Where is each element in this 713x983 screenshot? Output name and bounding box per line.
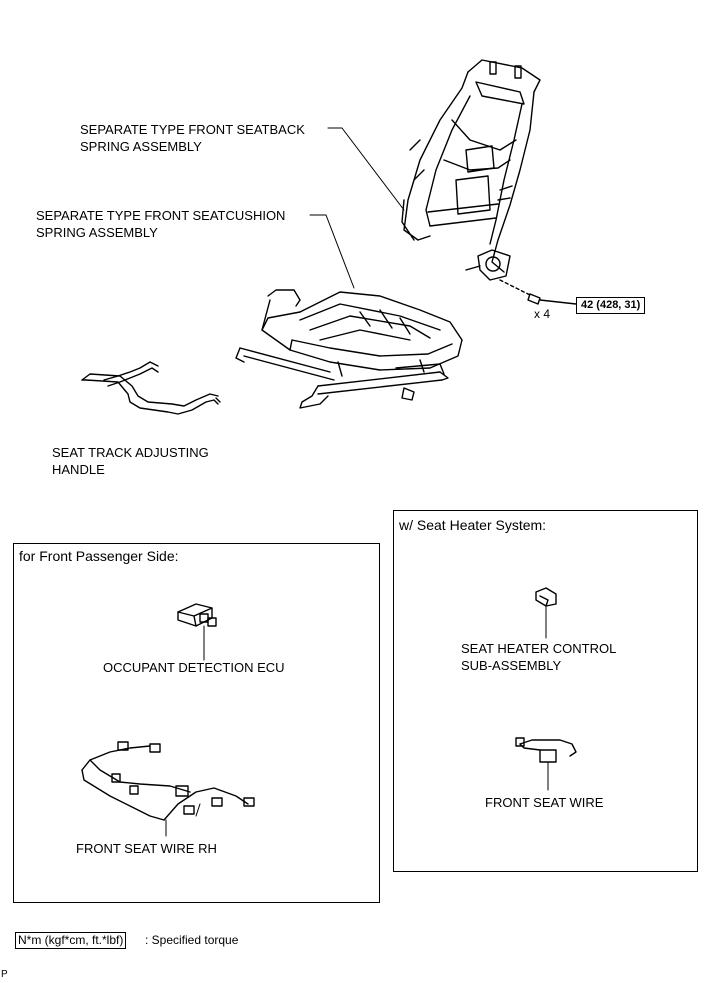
- leader-lines: [309, 127, 405, 289]
- heater-wire-drawing: [515, 737, 577, 791]
- bolt-drawing: [499, 279, 577, 305]
- front-seat-wire-rh-label: FRONT SEAT WIRE RH: [76, 841, 217, 856]
- occupant-detection-ecu-label: OCCUPANT DETECTION ECU: [103, 660, 285, 675]
- seat-track-handle-label: SEAT TRACK ADJUSTING HANDLE: [52, 445, 209, 477]
- torque-unit-legend-box: N*m (kgf*cm, ft.*lbf): [15, 932, 127, 949]
- corner-mark: P: [1, 969, 8, 980]
- passenger-side-panel: [13, 543, 380, 903]
- seatback-spring-assembly-label: SEPARATE TYPE FRONT SEATBACK SPRING ASSE…: [80, 122, 305, 154]
- handle-drawing: [81, 361, 221, 415]
- seatcushion-frame-drawing: [235, 289, 463, 409]
- seatcushion-spring-assembly-label: SEPARATE TYPE FRONT SEATCUSHION SPRING A…: [36, 208, 286, 240]
- seat-heater-title: w/ Seat Heater System:: [399, 517, 547, 533]
- seatback-frame-drawing: [401, 59, 541, 281]
- heater-control-drawing: [535, 587, 557, 639]
- torque-spec-box: 42 (428, 31): [576, 297, 646, 314]
- front-seat-wire-label: FRONT SEAT WIRE: [485, 795, 604, 810]
- wire-rh-drawing: [81, 741, 255, 837]
- seat-heater-panel: [393, 510, 698, 872]
- bolt-quantity-label: x 4: [534, 307, 551, 321]
- passenger-side-title: for Front Passenger Side:: [19, 548, 179, 564]
- torque-legend-description: : Specified torque: [145, 933, 239, 947]
- ecu-drawing: [177, 603, 217, 661]
- seat-heater-control-label: SEAT HEATER CONTROL SUB-ASSEMBLY: [461, 641, 617, 673]
